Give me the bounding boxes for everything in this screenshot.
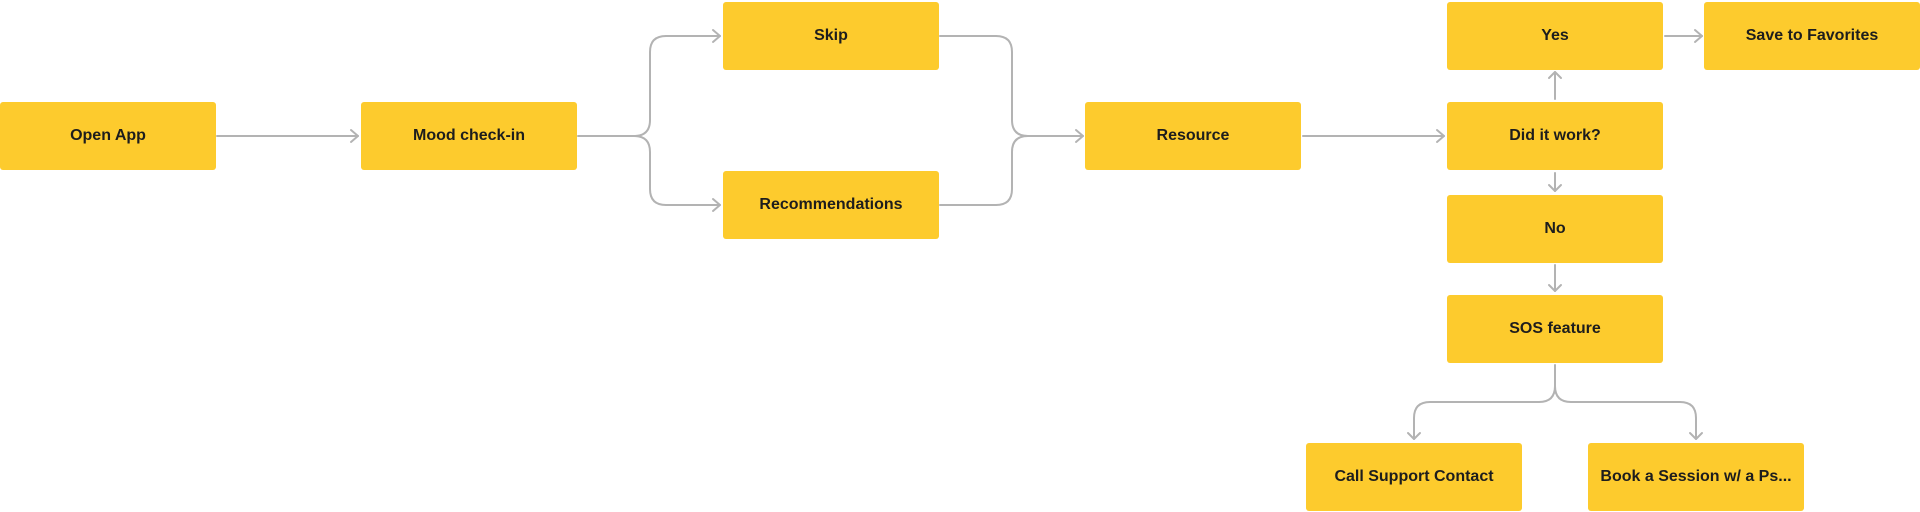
node-label: Save to Favorites [1745, 27, 1879, 44]
connector-recommendations-to-resource [939, 135, 1029, 206]
node-did-it-work[interactable]: Did it work? [1447, 102, 1663, 170]
arrowhead-icon [1548, 71, 1562, 79]
connector-mood-check-in-to-recommendations [633, 135, 721, 206]
node-label: Resource [1156, 127, 1230, 144]
connector-sos-feature-to-book-session [1554, 385, 1697, 440]
node-label: Mood check-in [412, 127, 525, 144]
node-open-app[interactable]: Open App [0, 102, 216, 170]
node-label: Recommendations [759, 196, 903, 213]
node-sos-feature[interactable]: SOS feature [1447, 295, 1663, 363]
node-yes[interactable]: Yes [1447, 2, 1663, 70]
node-label: Book a Session w/ a Ps... [1600, 468, 1792, 485]
connector-sos-feature-to-call-support [1413, 364, 1556, 440]
arrowhead-icon [1548, 184, 1562, 192]
node-no[interactable]: No [1447, 195, 1663, 263]
arrowhead-icon [1548, 284, 1562, 292]
node-label: Call Support Contact [1334, 468, 1494, 485]
arrowhead-icon [712, 198, 721, 212]
arrowhead-icon [1436, 129, 1445, 143]
arrowhead-icon [1075, 129, 1084, 143]
arrowhead-icon [350, 129, 359, 143]
node-label: Skip [814, 27, 848, 44]
node-label: Did it work? [1509, 127, 1601, 144]
node-recommendations[interactable]: Recommendations [723, 171, 939, 239]
connector-mood-check-in-to-skip [577, 35, 721, 137]
arrowhead-icon [1407, 432, 1421, 440]
node-label: Open App [70, 127, 146, 144]
arrowhead-icon [712, 29, 721, 43]
node-resource[interactable]: Resource [1085, 102, 1301, 170]
connector-skip-to-resource [939, 35, 1084, 137]
node-save-to-favorites[interactable]: Save to Favorites [1704, 2, 1920, 70]
node-book-session[interactable]: Book a Session w/ a Ps... [1588, 443, 1804, 511]
node-call-support-contact[interactable]: Call Support Contact [1306, 443, 1522, 511]
node-label: No [1544, 220, 1566, 237]
arrowhead-icon [1689, 432, 1703, 440]
node-mood-check-in[interactable]: Mood check-in [361, 102, 577, 170]
node-label: SOS feature [1509, 320, 1601, 337]
node-label: Yes [1541, 27, 1569, 44]
arrowhead-icon [1694, 29, 1703, 43]
node-skip[interactable]: Skip [723, 2, 939, 70]
